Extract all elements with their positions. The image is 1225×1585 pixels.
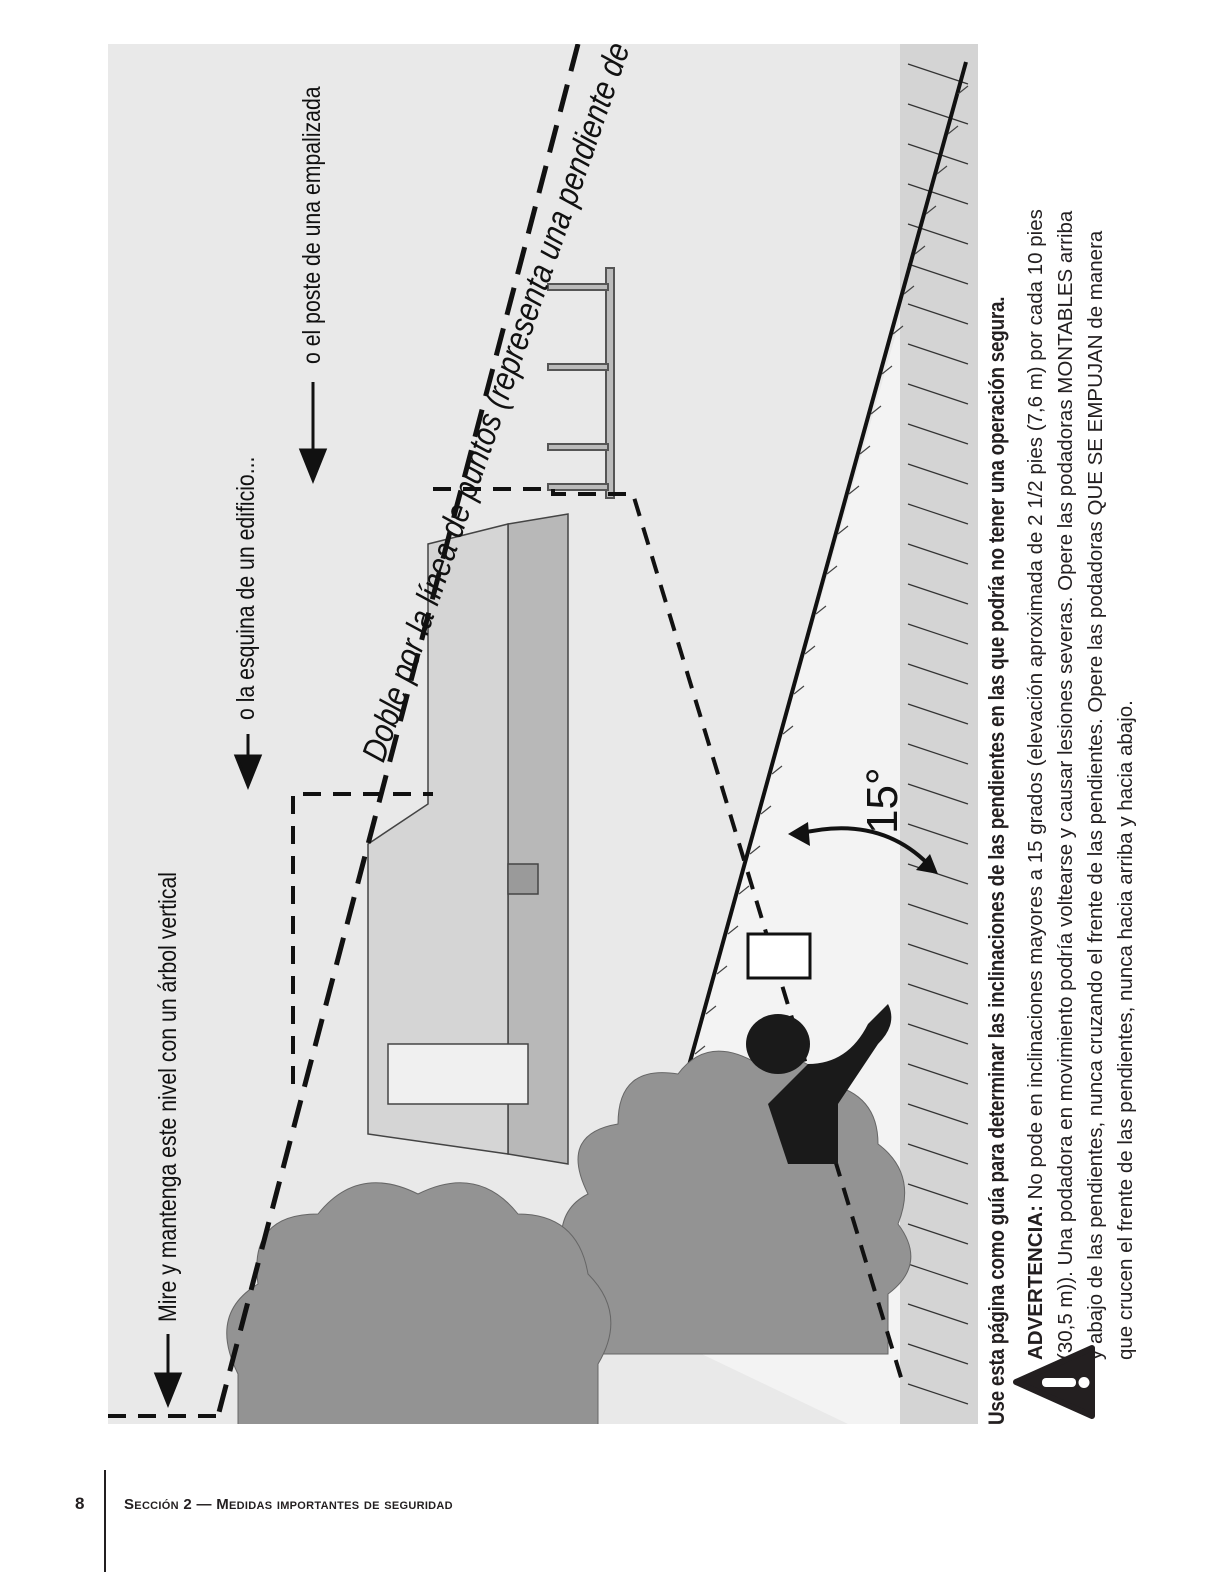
angle-arc <box>797 826 930 866</box>
house <box>367 513 569 1165</box>
person-silhouette <box>746 932 892 1164</box>
grass-blades <box>907 63 969 1405</box>
warning-line-3: y abajo de las pendientes, nunca cruzand… <box>1084 231 1108 1360</box>
fence <box>547 267 615 499</box>
level-lines <box>108 487 905 1418</box>
arrows <box>153 382 328 1409</box>
warning-text-2: (30,5 m)). Una podadora en movimiento po… <box>1054 210 1077 1360</box>
page-number: 8 <box>75 1494 85 1513</box>
slope-line <box>646 61 968 1215</box>
slope-guide-illustration: Mire y mantenga este nivel con un árbol … <box>108 44 978 1424</box>
fold-line <box>215 44 581 1417</box>
section-title: Sección 2 — Medidas importantes de segur… <box>124 1496 453 1513</box>
tree-level-label: Mire y mantenga este nivel con un árbol … <box>154 871 182 1322</box>
slope-grass <box>661 85 969 1175</box>
grass-strip <box>900 44 978 1424</box>
warning-triangle-icon <box>1013 1345 1095 1419</box>
warning-label: ADVERTENCIA: <box>1024 1205 1047 1360</box>
building-corner-label: o la esquina de un edificio... <box>232 456 260 720</box>
warning-text-panel: Use esta página como guía para determina… <box>984 40 1184 1430</box>
angle-label: 15° <box>858 767 907 834</box>
warning-line-2: (30,5 m)). Una podadora en movimiento po… <box>1054 211 1078 1360</box>
warning-text-1: No pode en inclinaciones mayores a 15 gr… <box>1024 209 1047 1200</box>
fence-post-label: o el poste de una empalizada <box>298 86 326 364</box>
warning-text-3: y abajo de las pendientes, nunca cruzand… <box>1084 230 1107 1360</box>
warning-line-1: ADVERTENCIA: No pode en inclinaciones ma… <box>1024 209 1048 1360</box>
warning-line-4: que crucen el frente de las pendientes, … <box>1114 700 1138 1360</box>
slope-scene <box>108 44 978 1424</box>
footer-divider <box>104 1470 106 1572</box>
page-headline: Use esta página como guía para determina… <box>984 296 1009 1425</box>
page-footer: 8 Sección 2 — Medidas importantes de seg… <box>0 1440 1225 1585</box>
warning-text-4: que crucen el frente de las pendientes, … <box>1114 700 1137 1360</box>
